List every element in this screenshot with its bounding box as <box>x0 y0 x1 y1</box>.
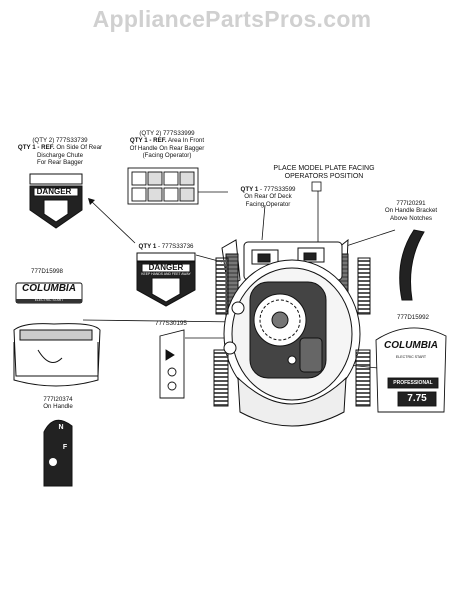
danger-word-left: DANGER <box>36 187 72 196</box>
columbia-sub-engine: ELECTRIC START <box>395 355 427 359</box>
callout-handle-bracket: 777I20291 On Handle Bracket Above Notche… <box>384 200 438 222</box>
callout-handle-decal: 777S30195 <box>155 320 187 327</box>
tag-letter-n: N <box>58 424 64 431</box>
callout-handle-front: (QTY 2) 777S33999 QTY 1 - REF. Area In F… <box>129 130 205 160</box>
professional-label: PROFESSIONAL <box>393 380 433 386</box>
columbia-logo-small: COLUMBIA <box>22 283 76 294</box>
callout-discharge-chute: (QTY 2) 777S33739 QTY 1 - REF. On Side O… <box>17 137 103 167</box>
danger-word-center: DANGER <box>148 263 184 272</box>
callout-model-plate: PLACE MODEL PLATE FACING OPERATORS POSIT… <box>273 165 375 181</box>
callout-danger-center: QTY 1 - 777S33736 <box>138 243 194 250</box>
danger-subtext-center: KEEP HANDS AND FEET AWAY <box>141 272 191 276</box>
callout-engine-decal: 777D15992 <box>397 314 429 321</box>
watermark: AppliancePartsPros.com <box>92 6 372 32</box>
callout-on-handle: 777I20374 On Handle <box>43 396 73 411</box>
tag-letter-f: F <box>62 444 68 451</box>
columbia-sub-small: ELECTRIC START <box>34 298 64 302</box>
columbia-logo-engine: COLUMBIA <box>384 340 438 351</box>
hp-label: 7.75 <box>407 393 427 404</box>
callout-logo-small: 777D15998 <box>31 268 63 275</box>
callout-rear-deck: QTY 1 - 777S33599 On Rear Of Deck Facing… <box>240 186 296 208</box>
